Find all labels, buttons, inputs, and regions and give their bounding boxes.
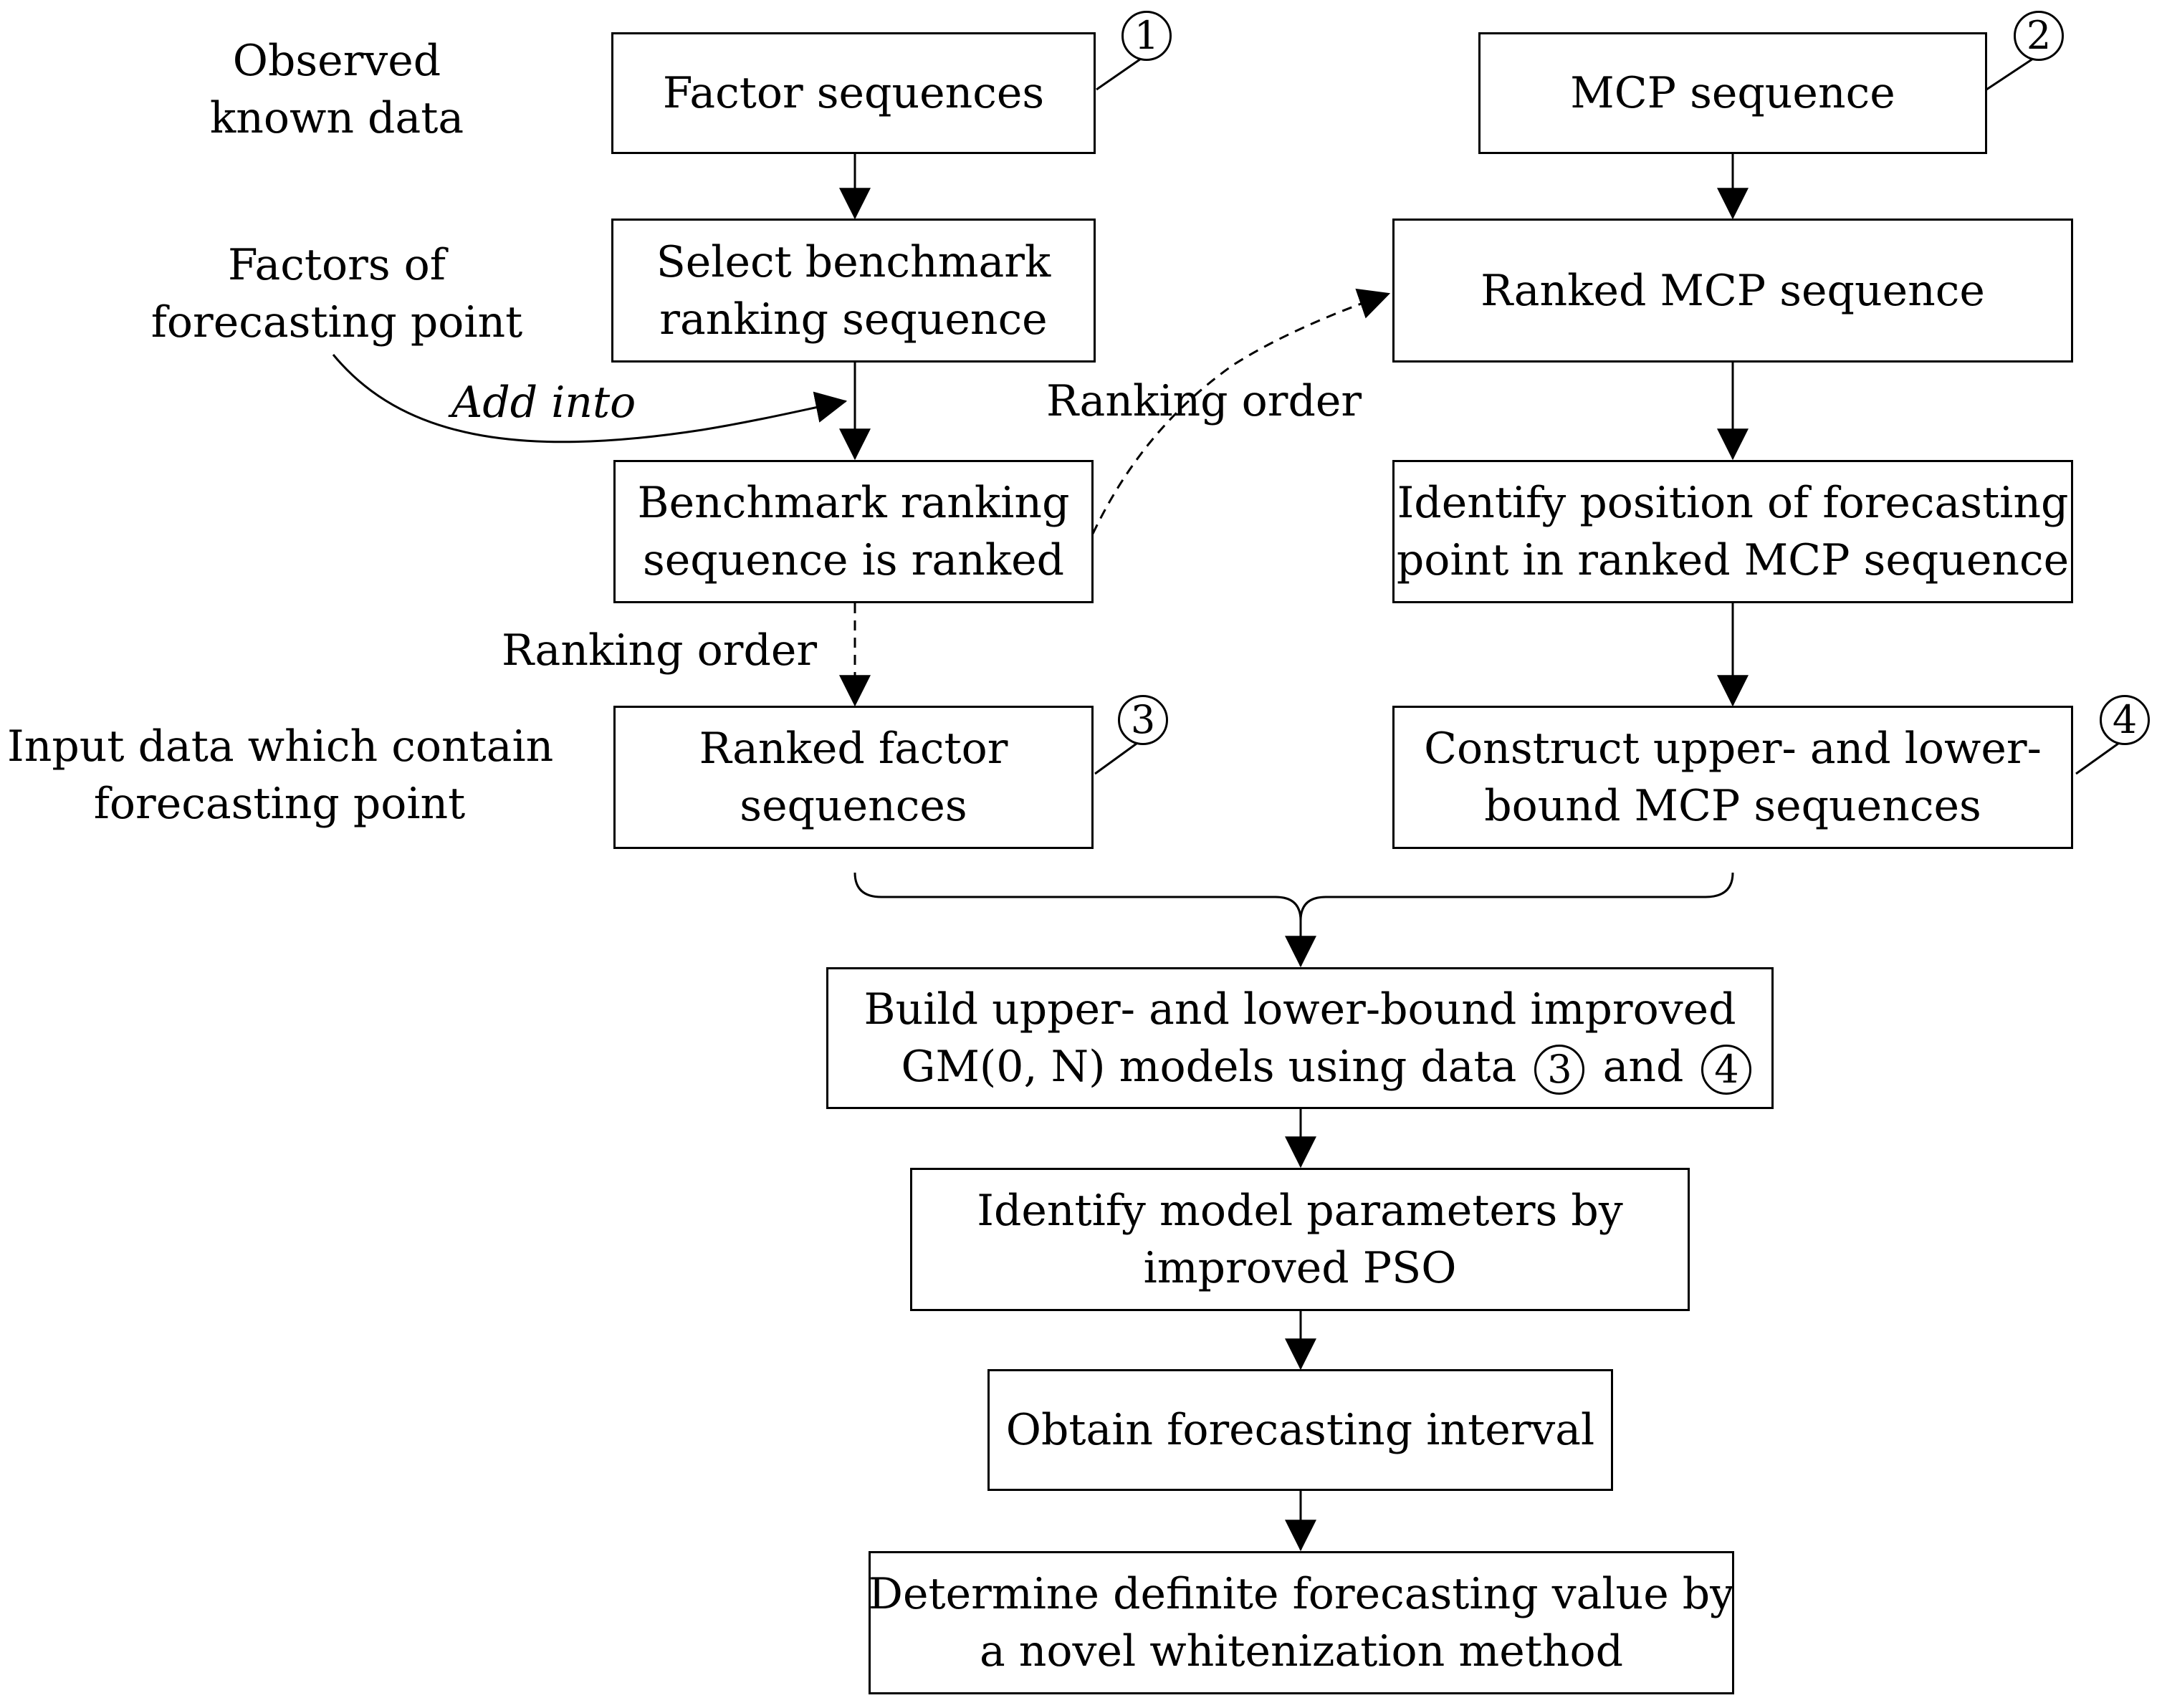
ranked-mcp-box: Ranked MCP sequence [1392,219,2073,363]
marker-2: 2 [2014,11,2064,61]
identify-position-box: Identify position of forecasting point i… [1392,460,2073,603]
marker-1-leader [1096,56,1144,91]
arrow-ranking-order-right [1091,288,1391,534]
marker-3: 3 [1118,695,1168,745]
obtain-interval-box: Obtain forecasting interval [987,1369,1613,1491]
ranking-order-right-label: Ranking order [1046,376,1362,426]
construct-bounds-box: Construct upper- and lower- bound MCP se… [1392,706,2073,849]
identify-params-box: Identify model parameters by improved PS… [910,1168,1690,1311]
observed-known-data-label: Observed known data [209,36,464,143]
factors-of-forecasting-point-label: Factors of forecasting point [150,240,523,347]
merge-brace [853,872,1734,921]
marker-4: 4 [2100,695,2150,745]
marker-2-leader [1986,56,2036,91]
select-benchmark-box: Select benchmark ranking sequence [611,219,1096,363]
inline-marker-4: 4 [1701,1045,1752,1095]
build-models-box: Build upper- and lower-bound improved GM… [826,967,1774,1109]
add-into-label: Add into [451,378,636,428]
factor-sequences-box: Factor sequences [611,32,1096,154]
marker-4-leader [2075,740,2122,775]
benchmark-ranked-box: Benchmark ranking sequence is ranked [613,460,1094,603]
determine-value-box: Determine definite forecasting value by … [869,1551,1734,1694]
marker-3-leader [1094,740,1140,775]
ranked-factor-box: Ranked factor sequences [613,706,1094,849]
arrow-add-into [332,354,848,443]
mcp-sequence-box: MCP sequence [1478,32,1987,154]
marker-1: 1 [1121,11,1172,61]
input-data-label: Input data which contain forecasting poi… [7,721,554,829]
inline-marker-3: 3 [1534,1045,1585,1095]
ranking-order-left-label: Ranking order [502,625,818,676]
